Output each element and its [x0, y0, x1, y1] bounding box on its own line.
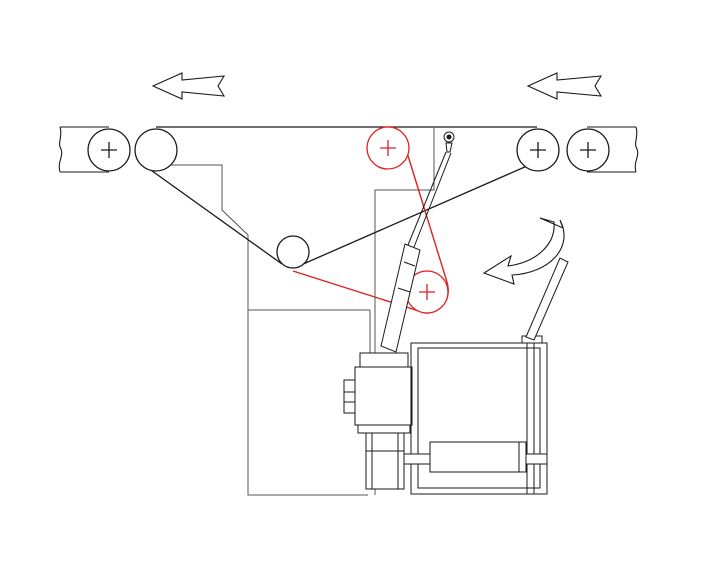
- flow-arrow-icon: [151, 72, 226, 100]
- flow-arrow-icon: [526, 72, 603, 100]
- roller-icon: [134, 128, 178, 172]
- roller-icon: [366, 126, 410, 170]
- lever-arm: [525, 257, 569, 341]
- actuator-cylinder-icon: [380, 131, 455, 353]
- roller-icon: [516, 128, 560, 172]
- roller-icon: [276, 235, 310, 269]
- left-conveyor-segment: [58, 126, 109, 173]
- right-conveyor-segment: [587, 126, 639, 173]
- drive-shaft: [403, 441, 548, 473]
- roller-icon: [566, 128, 610, 172]
- motor-icon: [343, 352, 413, 490]
- machine-frame: [155, 128, 435, 496]
- roller-icon: [87, 128, 131, 172]
- rotation-arrow-icon: [482, 217, 565, 285]
- drive-unit-housing: [410, 335, 548, 495]
- main-conveyor-belt: [140, 126, 537, 266]
